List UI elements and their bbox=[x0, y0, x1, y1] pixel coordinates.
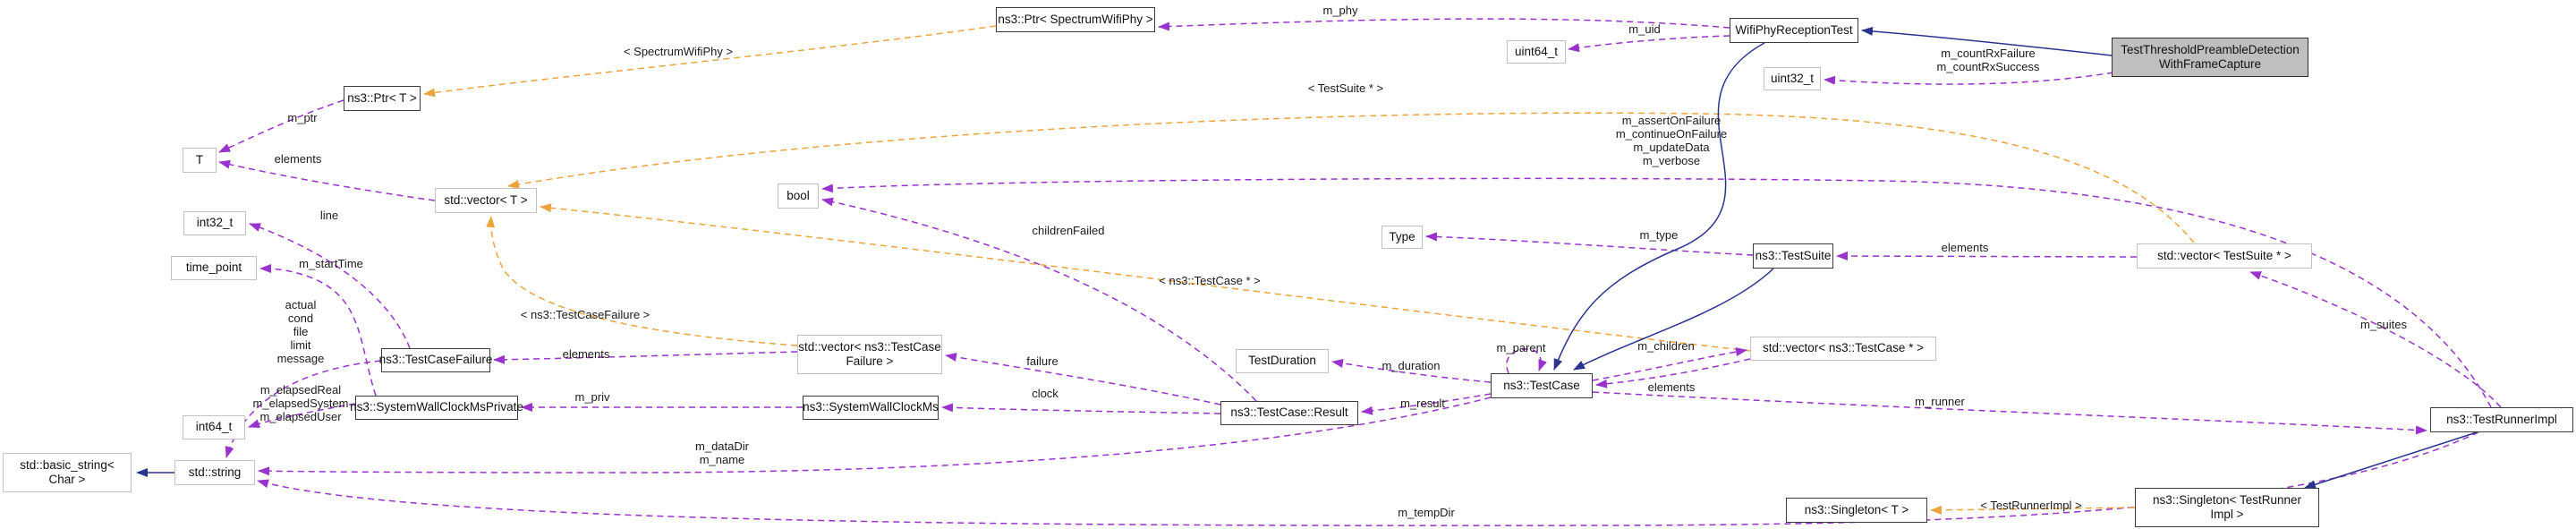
edge-label-children-failed: childrenFailed bbox=[1032, 224, 1105, 237]
edge-label-actual-etc: actual cond file limit message bbox=[276, 298, 325, 365]
edge-elements-suite bbox=[1836, 252, 2138, 261]
node-vector-test-suite-ptr: std::vector< TestSuite * > bbox=[2137, 243, 2312, 269]
edge-inherit-suite-testcase bbox=[1573, 268, 1774, 371]
edge-label-m-start-time: m_startTime bbox=[299, 257, 363, 270]
edge-label-m-temp-dir: m_tempDir bbox=[1398, 506, 1455, 519]
edge-label-m-result: m_result bbox=[1400, 397, 1445, 410]
edge-m-phy bbox=[1158, 18, 1730, 31]
edge-vector-tc-template bbox=[540, 203, 1751, 352]
edge-label-m-phy: m_phy bbox=[1322, 4, 1358, 17]
node-basic-string-char: std::basic_string< Char > bbox=[3, 453, 132, 492]
edge-label-m-duration: m_duration bbox=[1382, 359, 1441, 372]
node-vector-test-case-ptr: std::vector< ns3::TestCase * > bbox=[1750, 337, 1936, 361]
edge-label-m-data-dir: m_dataDir m_name bbox=[695, 439, 749, 466]
edge-label-singleton-template: < TestRunnerImpl > bbox=[1980, 499, 2082, 512]
node-int64-t: int64_t bbox=[183, 415, 245, 439]
node-type: Type bbox=[1382, 226, 1423, 249]
edge-spectrum-template bbox=[423, 25, 997, 98]
edge-label-m-count-rx: m_countRxFailure m_countRxSuccess bbox=[1936, 47, 2040, 73]
edge-label-m-elapsed: m_elapsedReal m_elapsedSystem m_elapsedU… bbox=[252, 383, 349, 423]
edge-label-elements-tcf: elements bbox=[562, 347, 610, 361]
node-uint64-t: uint64_t bbox=[1507, 40, 1566, 64]
edge-line bbox=[249, 223, 411, 349]
edge-failure bbox=[945, 353, 1221, 405]
edge-m-start-time bbox=[259, 264, 377, 397]
edge-label-elements-t: elements bbox=[274, 152, 322, 166]
edge-m-parent bbox=[1506, 348, 1547, 374]
edge-label-m-type: m_type bbox=[1639, 228, 1679, 242]
node-std-string: std::string bbox=[174, 460, 255, 485]
edge-label-m-uid: m_uid bbox=[1628, 22, 1661, 36]
node-vector-t: std::vector< T > bbox=[435, 188, 537, 213]
edge-m-count-rx bbox=[1824, 72, 2114, 85]
edge-label-m-priv: m_priv bbox=[574, 390, 610, 404]
edge-label-failure: failure bbox=[1026, 354, 1058, 368]
edge-m-data-dir bbox=[258, 397, 1492, 476]
edge-clock bbox=[941, 403, 1221, 414]
edge-vector-tcf-template bbox=[486, 216, 798, 346]
edge-inherit-main-wifi bbox=[1861, 26, 2113, 56]
edge-singleton-template bbox=[1930, 505, 2136, 515]
edge-label-m-children: m_children bbox=[1637, 339, 1695, 353]
edge-m-result bbox=[1361, 393, 1492, 415]
node-test-suite[interactable]: ns3::TestSuite bbox=[1753, 243, 1833, 269]
edge-label-m-parent: m_parent bbox=[1496, 341, 1546, 354]
edge-label-line: line bbox=[319, 209, 339, 222]
node-test-case-result[interactable]: ns3::TestCase::Result bbox=[1220, 401, 1358, 425]
edge-elements-t bbox=[218, 159, 436, 201]
node-singleton-t[interactable]: ns3::Singleton< T > bbox=[1786, 498, 1927, 523]
edge-m-flags bbox=[821, 177, 2492, 408]
edge-elements-tcf bbox=[493, 351, 798, 364]
edge-m-suites bbox=[2249, 271, 2502, 408]
edge-label-elements-tc: elements bbox=[1647, 380, 1696, 394]
node-test-case[interactable]: ns3::TestCase bbox=[1491, 373, 1593, 398]
node-ptr-t[interactable]: ns3::Ptr< T > bbox=[344, 86, 421, 111]
edge-label-m-ptr: m_ptr bbox=[287, 111, 318, 124]
node-t: T bbox=[183, 148, 217, 173]
edge-inherit-tri-singleton bbox=[2304, 431, 2478, 490]
node-time-point: time_point bbox=[171, 256, 257, 280]
edge-m-runner bbox=[1592, 391, 2427, 435]
edge-label-m-runner: m_runner bbox=[1915, 395, 1965, 408]
edge-label-vector-suite-template: < TestSuite * > bbox=[1307, 81, 1384, 95]
node-test-case-failure[interactable]: ns3::TestCaseFailure bbox=[379, 348, 492, 372]
edge-m-children bbox=[1592, 347, 1747, 381]
node-test-duration: TestDuration bbox=[1236, 349, 1329, 373]
node-vector-test-case-failure: std::vector< ns3::TestCase Failure > bbox=[797, 335, 942, 374]
edge-m-uid bbox=[1568, 35, 1730, 53]
edge-label-vector-tc-template: < ns3::TestCase * > bbox=[1159, 274, 1261, 287]
edge-vector-suite-template bbox=[507, 112, 2195, 243]
edge-m-type bbox=[1425, 232, 1754, 256]
edge-m-elapsed bbox=[248, 403, 356, 428]
edge-label-m-suites: m_suites bbox=[2359, 318, 2408, 331]
node-test-runner-impl[interactable]: ns3::TestRunnerImpl bbox=[2430, 407, 2573, 432]
node-system-wall-clock-ms[interactable]: ns3::SystemWallClockMs bbox=[803, 396, 939, 420]
edge-m-ptr bbox=[218, 99, 344, 153]
node-bool: bool bbox=[778, 183, 819, 209]
node-int32-t: int32_t bbox=[183, 211, 246, 235]
node-test-threshold-preamble-detection-with-frame-capture: TestThresholdPreambleDetection WithFrame… bbox=[2112, 38, 2308, 77]
node-singleton-test-runner-impl[interactable]: ns3::Singleton< TestRunner Impl > bbox=[2135, 488, 2319, 527]
edge-label-vector-tcf-template: < ns3::TestCaseFailure > bbox=[520, 308, 650, 321]
node-ptr-spectrum-wifi-phy[interactable]: ns3::Ptr< SpectrumWifiPhy > bbox=[996, 7, 1155, 32]
edge-label-clock: clock bbox=[1032, 387, 1058, 400]
node-system-wall-clock-ms-private[interactable]: ns3::SystemWallClockMsPrivate bbox=[350, 396, 523, 420]
edge-label-spectrum-template: < SpectrumWifiPhy > bbox=[623, 45, 734, 58]
edge-m-duration bbox=[1331, 358, 1492, 383]
node-wifi-phy-reception-test[interactable]: WifiPhyReceptionTest bbox=[1730, 18, 1858, 43]
node-uint32-t: uint32_t bbox=[1764, 67, 1821, 90]
edge-label-m-flags: m_assertOnFailure m_continueOnFailure m_… bbox=[1615, 114, 1728, 167]
edge-elements-tc bbox=[1595, 358, 1751, 388]
edge-inherit-wifi-testcase bbox=[1553, 42, 1765, 371]
edge-label-elements-suite: elements bbox=[1941, 241, 1989, 254]
